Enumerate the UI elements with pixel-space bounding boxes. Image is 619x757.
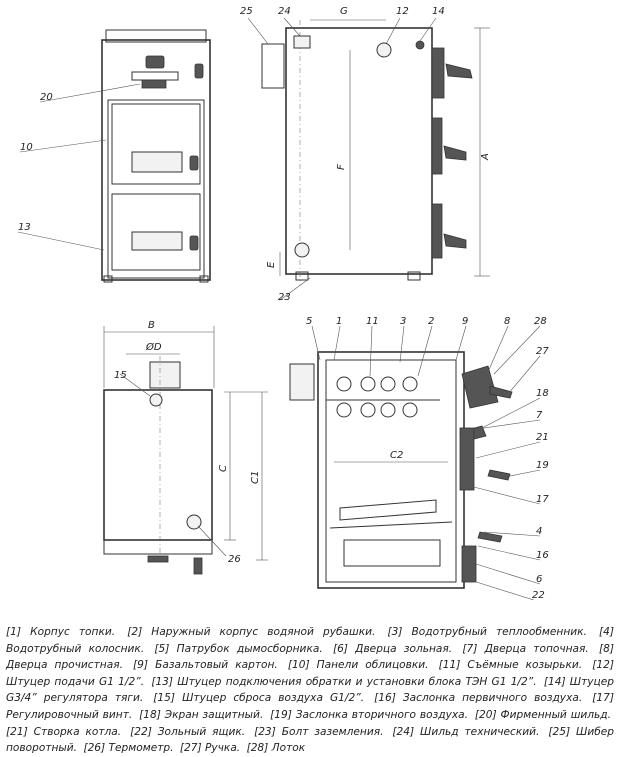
legend-item: [12] Штуцер подачи G1 1/2”.: [6, 659, 614, 688]
section-view: [289, 325, 541, 600]
callout-c: C: [218, 465, 229, 472]
legend-item: [24] Шильд технический.: [392, 725, 540, 738]
legend-item: [27] Ручка.: [179, 742, 241, 755]
legend-item: [15] Штуцер сброса воздуха G1/2”.: [153, 692, 365, 705]
legend-item: [26] Термометр.: [83, 742, 174, 755]
callout-7: 7: [536, 410, 543, 421]
legend-item: [7] Дверца топочная.: [462, 642, 589, 655]
callout-10: 10: [20, 142, 33, 153]
callout-6: 6: [536, 574, 542, 585]
callout-16: 16: [536, 550, 549, 561]
callout-17: 17: [536, 494, 549, 505]
legend-item: [13] Штуцер подключения обратки и устано…: [151, 675, 537, 688]
side-view: [247, 17, 490, 301]
legend-item: [16] Заслонка первичного воздуха.: [374, 692, 583, 705]
callout-3: 3: [400, 316, 406, 327]
callout-20: 20: [40, 92, 53, 103]
callout-b: B: [148, 320, 155, 331]
front-view: [17, 29, 211, 283]
callout-24: 24: [278, 6, 291, 17]
legend-item: [8] Дверца прочистная.: [6, 642, 615, 672]
legend-item: [19] Заслонка вторичного воздуха.: [270, 708, 468, 721]
legend-item: [21] Створка котла.: [6, 725, 122, 738]
callout-8: 8: [504, 316, 510, 327]
callout-5: 5: [306, 316, 312, 327]
legend-item: [23] Болт заземления.: [254, 725, 384, 738]
legend-item: [28] Лоток: [246, 742, 306, 755]
legend-item: [25] Шибер поворотный.: [6, 725, 614, 755]
callout-11: 11: [366, 316, 379, 327]
callout-18: 18: [536, 388, 549, 399]
legend-item: [18] Экран защитный.: [139, 708, 264, 721]
callout-d: ØD: [145, 341, 162, 353]
callout-27: 27: [536, 346, 549, 357]
boiler-technical-drawing: 20 10 13 25 24 G 12 14 F A E 23: [17, 6, 549, 600]
callout-13: 13: [18, 222, 31, 233]
callout-e: E: [266, 261, 277, 268]
legend-item: [17] Регулировочный винт.: [6, 692, 614, 721]
legend-item: [20] Фирменный шильд.: [474, 708, 611, 721]
callout-22: 22: [532, 590, 545, 600]
callout-19: 19: [536, 460, 549, 471]
callout-2: 2: [428, 316, 434, 327]
legend-item: [4] Водотрубный колосник.: [6, 626, 614, 655]
callout-f: F: [336, 164, 347, 170]
callout-15: 15: [114, 370, 127, 381]
callout-26: 26: [228, 554, 241, 565]
legend-item: [9] Базальтовый картон.: [133, 659, 278, 672]
callout-21: 21: [536, 432, 549, 443]
legend-item: [14] Штуцер G3/4” регулятора тяги.: [6, 675, 615, 705]
callout-14: 14: [432, 6, 445, 17]
callout-12: 12: [396, 6, 409, 17]
legend-item: [11] Съёмные козырьки.: [438, 659, 583, 672]
legend-item: [2] Наружный корпус водяной рубашки.: [127, 626, 376, 638]
legend-item: [10] Панели облицовки.: [287, 659, 429, 672]
legend-item: [6] Дверца зольная.: [332, 642, 453, 655]
legend-item: [5] Патрубок дымосборника.: [154, 642, 323, 655]
callout-c1: C1: [250, 471, 261, 484]
callout-28: 28: [534, 316, 547, 327]
callout-c2: C2: [390, 450, 403, 461]
top-view: [103, 326, 268, 575]
legend-item: [1] Корпус топки.: [6, 626, 116, 638]
callout-g: G: [340, 6, 348, 17]
legend-item: [3] Водотрубный теплообменник.: [387, 626, 587, 638]
parts-legend: [1] Корпус топки. [2] Наружный корпус во…: [6, 624, 614, 757]
callout-25: 25: [240, 6, 253, 17]
callout-4: 4: [536, 526, 542, 537]
callout-a: A: [480, 153, 491, 161]
callout-9: 9: [462, 316, 468, 327]
callout-1: 1: [336, 316, 342, 327]
legend-item: [22] Зольный ящик.: [130, 725, 246, 738]
callout-23: 23: [278, 292, 291, 303]
